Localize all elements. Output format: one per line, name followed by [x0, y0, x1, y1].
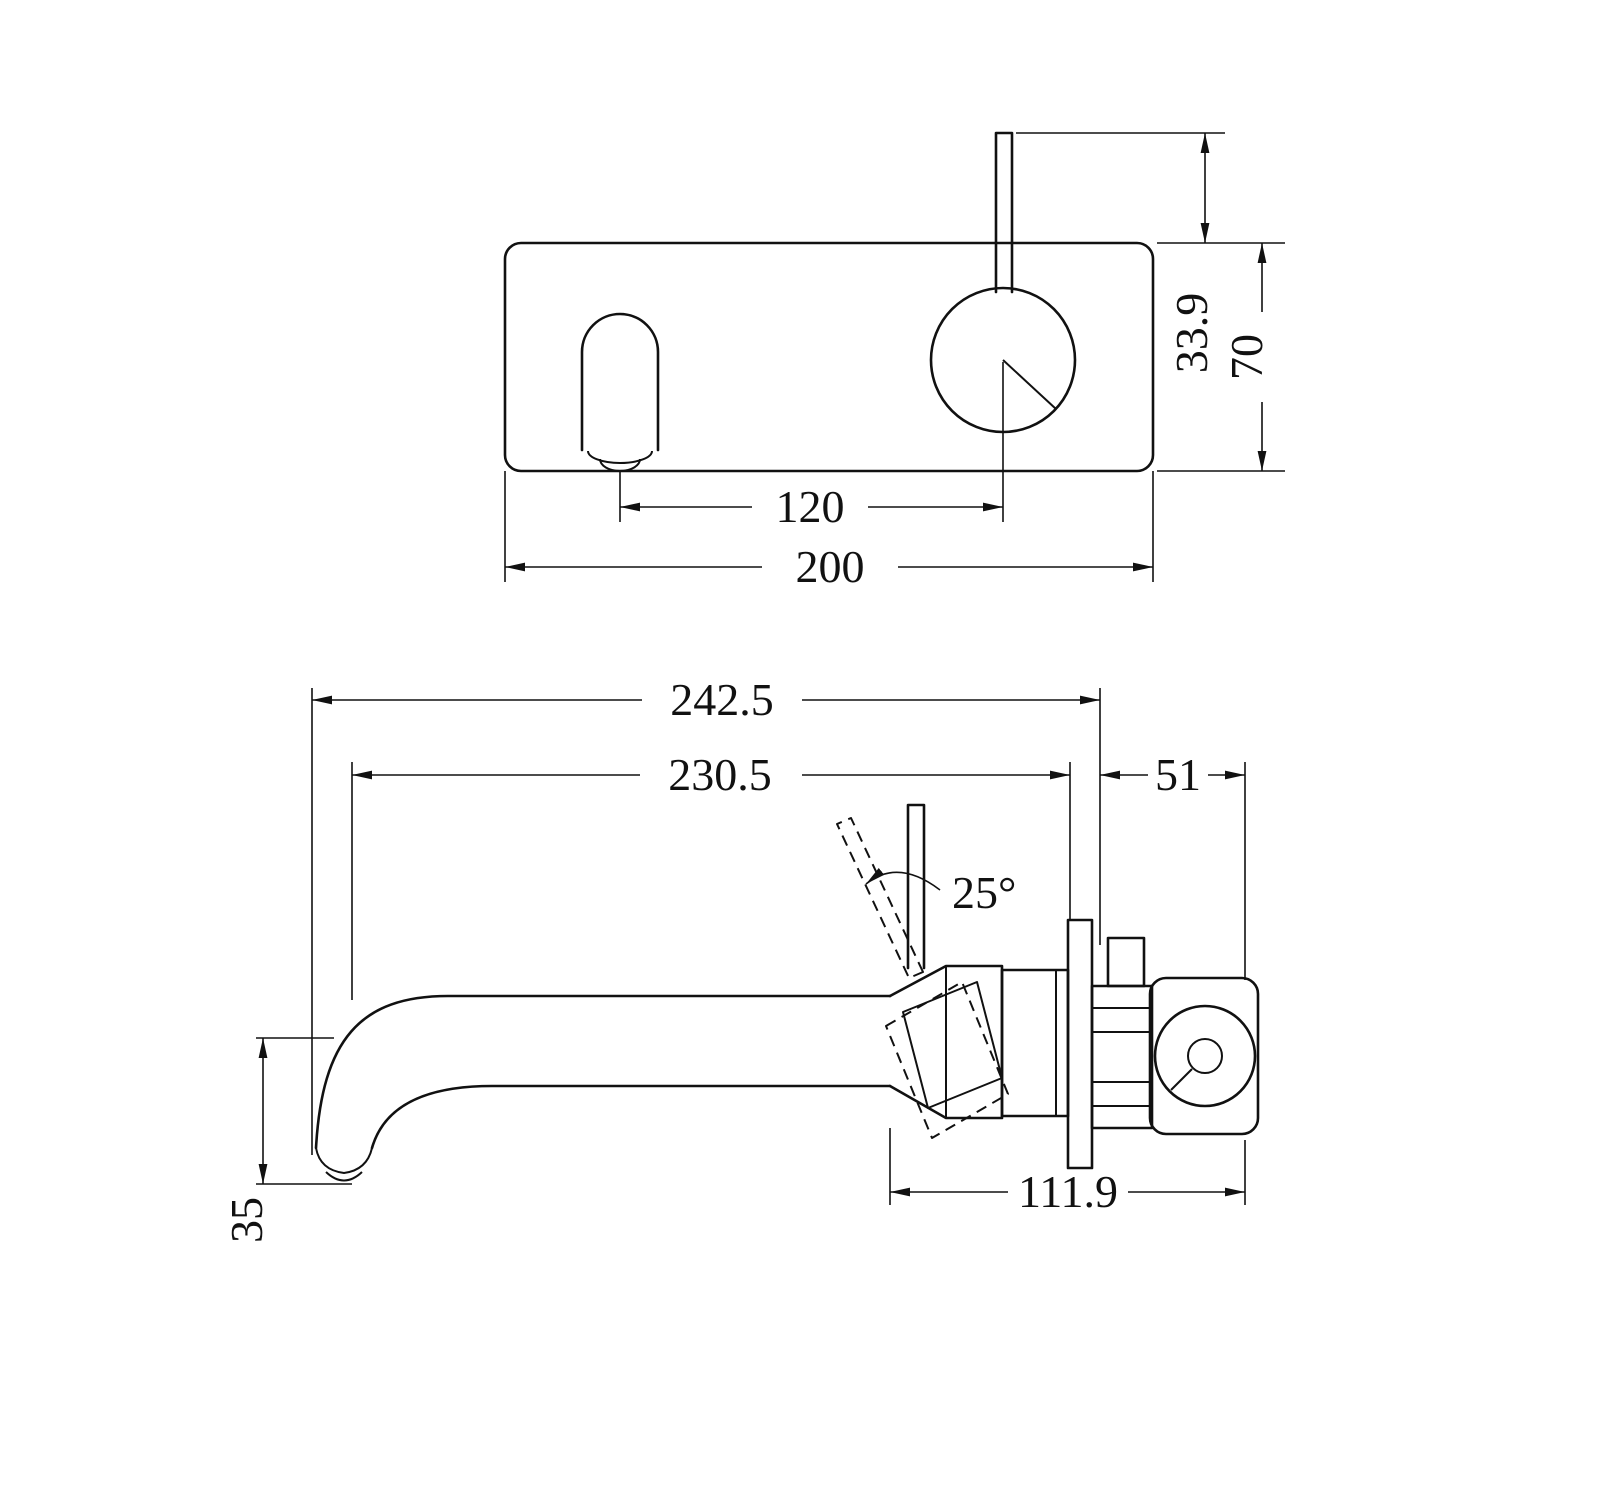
lever-side [906, 803, 926, 970]
dim-spout-projection: 230.5 [351, 749, 1071, 1000]
mixer-body-outline [885, 964, 1070, 1139]
valve-port-inner [1187, 1038, 1223, 1074]
cone-facet [902, 981, 1003, 1109]
dim-spout-drop: 35 [221, 1037, 352, 1243]
dim-label-plate-width: 200 [796, 541, 865, 592]
valve-top-stub [1106, 936, 1146, 988]
wall-plate [1066, 918, 1094, 1170]
spout-side-outline [314, 994, 892, 1182]
in-wall-valve [1090, 936, 1260, 1136]
dim-label-handle-clearance: 33.9 [1166, 293, 1217, 374]
spout-front-outline [580, 312, 660, 472]
dim-label-recess-depth: 51 [1155, 749, 1201, 800]
side-view: 25° [314, 803, 1260, 1182]
dim-label-body-length: 111.9 [1018, 1166, 1118, 1217]
dim-label-spout-projection: 230.5 [668, 749, 772, 800]
dim-overall-projection: 242.5 [311, 674, 1101, 1155]
dim-spout-to-mixer: 120 [619, 362, 1004, 532]
mixer-cap-radius-line [1002, 359, 1057, 410]
valve-stem [1090, 984, 1154, 1130]
dim-recess-depth: 51 [1100, 749, 1246, 980]
dim-label-overall-projection: 242.5 [670, 674, 774, 725]
lever-front [994, 131, 1014, 294]
collar [1000, 968, 1070, 1118]
lever-side-tilted-dashed [836, 817, 924, 979]
angle-annotation: 25° [865, 867, 1016, 918]
valve-port-outer [1153, 1004, 1257, 1108]
dim-label-spout-to-mixer: 120 [776, 481, 845, 532]
valve-block [1148, 976, 1260, 1136]
dim-handle-clearance: 33.9 [1016, 132, 1285, 374]
dim-label-handle-angle: 25° [952, 867, 1016, 918]
cone-facet-tilted-dashed [885, 981, 1009, 1139]
dim-body-length: 111.9 [889, 1128, 1246, 1217]
front-view-dimensions: 33.9 70 120 200 [504, 132, 1285, 592]
dim-plate-height: 70 [1157, 243, 1285, 472]
dim-label-plate-height: 70 [1221, 334, 1272, 380]
dim-label-spout-drop: 35 [221, 1197, 272, 1243]
side-view-dimensions: 242.5 230.5 51 111.9 [221, 674, 1246, 1243]
front-view [503, 131, 1155, 473]
faceplate-outline [503, 241, 1155, 473]
dim-plate-width: 200 [504, 471, 1154, 592]
